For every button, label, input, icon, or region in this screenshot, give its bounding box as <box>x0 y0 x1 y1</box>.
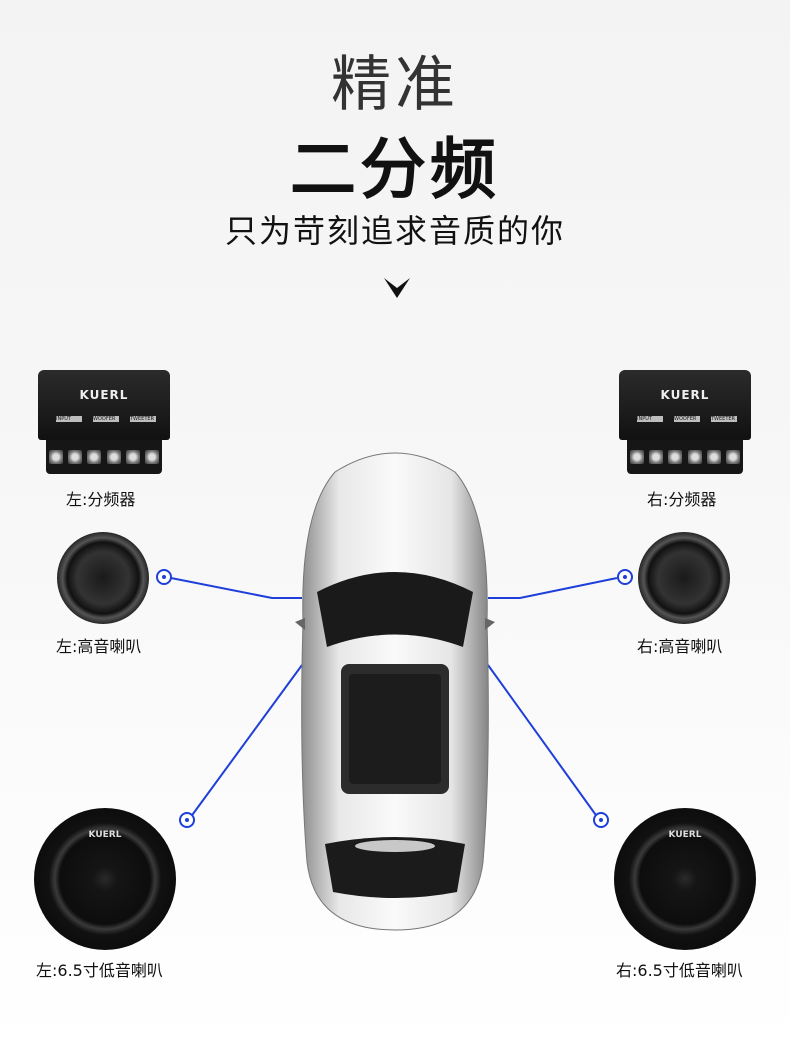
car-illustration <box>295 452 495 931</box>
brand-logo: KUERL <box>668 830 702 840</box>
right-woofer-label: 右:6.5寸低音喇叭 <box>616 961 743 980</box>
brand-logo: KUERL <box>660 388 710 402</box>
right-crossover-label: 右:分频器 <box>647 490 717 509</box>
port-label: TWEETER <box>130 416 156 422</box>
port-label: TWEETER <box>711 416 737 422</box>
port-label: WOOFER <box>674 416 700 422</box>
left-tweeter-image <box>57 532 149 624</box>
left-tweeter-label: 左:高音喇叭 <box>56 637 142 656</box>
brand-logo: KUERL <box>88 830 122 840</box>
terminal-block <box>627 440 743 474</box>
terminal-block <box>46 440 162 474</box>
port-label: WOOFER <box>93 416 119 422</box>
left-crossover-image: KUERL INPUT WOOFER TWEETER <box>38 370 170 474</box>
port-label: INPUT <box>637 416 663 422</box>
right-tweeter-label: 右:高音喇叭 <box>637 637 723 656</box>
title-main: 二分频 <box>290 131 500 208</box>
left-woofer-image: KUERL <box>34 808 176 950</box>
right-woofer-marker-icon <box>593 812 609 828</box>
left-woofer-label: 左:6.5寸低音喇叭 <box>36 961 163 980</box>
port-label: INPUT <box>56 416 82 422</box>
subtitle: 只为苛刻追求音质的你 <box>224 212 565 250</box>
chevron-down-icon <box>384 278 410 298</box>
right-tweeter-marker-icon <box>617 569 633 585</box>
right-tweeter-image <box>638 532 730 624</box>
title-top: 精准 <box>331 50 459 120</box>
left-crossover-label: 左:分频器 <box>66 490 136 509</box>
right-woofer-image: KUERL <box>614 808 756 950</box>
left-tweeter-marker-icon <box>156 569 172 585</box>
brand-logo: KUERL <box>79 388 129 402</box>
right-crossover-image: KUERL INPUT WOOFER TWEETER <box>619 370 751 474</box>
left-woofer-marker-icon <box>179 812 195 828</box>
